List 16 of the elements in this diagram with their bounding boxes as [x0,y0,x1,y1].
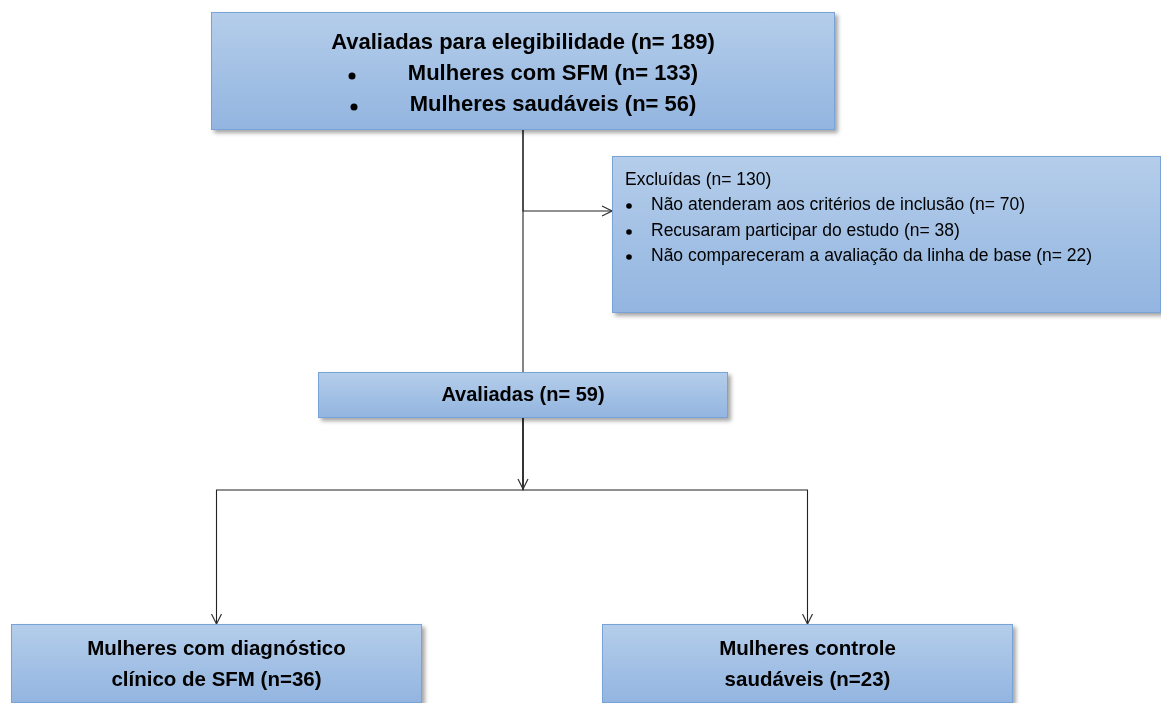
process-box [211,12,835,130]
box-label: Mulheres controle saudáveis (n=23) [718,635,897,692]
box-heading: Avaliadas para elegibilidade (n= 189) [330,28,716,56]
bullet-text: Não atenderam aos critérios de inclusão (n= 70) [651,194,1026,215]
box-label: Avaliadas (n= 59) [440,382,606,406]
arrow [517,417,529,490]
bullet-text: Recusaram participar do estudo (n= 38) [651,219,960,240]
bullet-text: Não compareceram a avaliação da linha de base (n= 22) [651,245,1093,266]
process-box [318,372,728,418]
bullet-text: Mulheres com SFM (n= 133) [407,59,699,85]
bullet-text: Mulheres saudáveis (n= 56) [409,90,697,116]
process-box [602,624,1013,703]
box-heading: Excluídas (n= 130) [625,168,773,191]
exclusion-box [612,156,1161,313]
box-label: Mulheres com diagnóstico clínico de SFM (n=36) [86,635,347,692]
process-box [11,624,422,703]
